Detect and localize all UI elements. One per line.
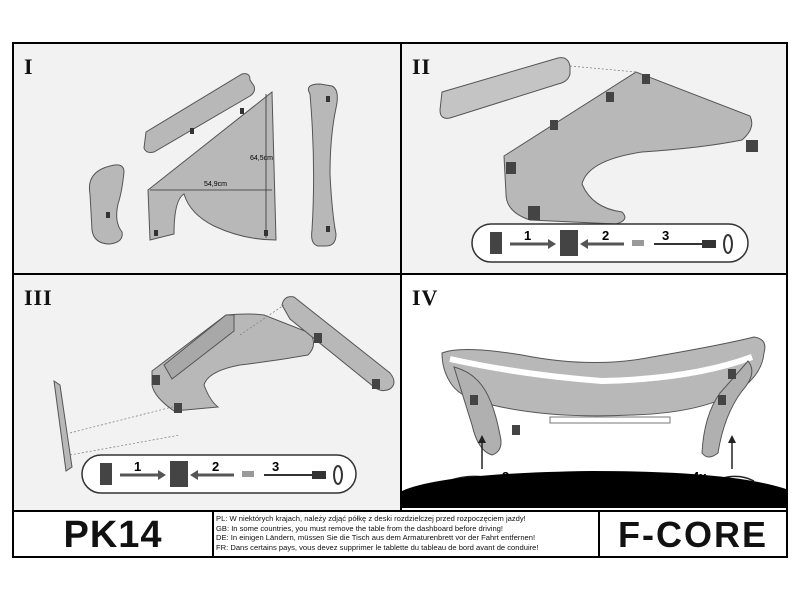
step-bolt-icon	[632, 240, 644, 246]
step-number-2: 2	[212, 459, 219, 474]
height-dimension-label: 64,5cm	[250, 155, 273, 162]
step-connector-icon	[100, 463, 112, 485]
panel-step-3: III 1 2 3	[14, 275, 402, 510]
assembly-illustration: 1 2 3	[439, 57, 758, 263]
step-washer-icon	[333, 465, 343, 485]
step-assembled-icon	[560, 230, 578, 256]
part-table-top	[151, 313, 314, 412]
step-washer-icon	[723, 234, 733, 254]
step-number-3: 3	[662, 228, 669, 243]
panel-step-4: IV 3x 4x	[402, 275, 786, 510]
panel-label: II	[412, 54, 432, 79]
footer: PK14 PL: W niektórych krajach, należy zd…	[14, 510, 786, 558]
step-number-3: 3	[272, 459, 279, 474]
panel-step-2: II 1 2 3	[402, 44, 786, 275]
parts-layout-illustration: 54,9cm 64,5cm	[88, 73, 338, 247]
step-number-2: 2	[602, 228, 609, 243]
warning-fr: FR: Dans certains pays, vous devez suppr…	[216, 542, 539, 552]
part-front-bar	[439, 57, 571, 119]
part-table-top	[147, 90, 277, 241]
panel-step-1: I 54,9cm 64,5cm	[14, 44, 402, 275]
step-assembled-icon	[170, 461, 188, 487]
width-dimension-label: 54,9cm	[204, 181, 227, 188]
panel-label: IV	[412, 285, 439, 310]
part-left-bracket	[53, 379, 73, 472]
step-number-1: 1	[134, 459, 141, 474]
part-left-bracket	[88, 164, 125, 245]
dashboard-silhouette	[402, 471, 786, 508]
part-table-top	[503, 71, 753, 225]
assembly-illustration: 1 2 3	[53, 296, 395, 494]
warning-de: DE: In einigen Ländern, müssen Sie die T…	[216, 533, 536, 543]
step-bolt-icon	[242, 471, 254, 477]
dashboard-mounting-illustration: 3x 4x	[402, 336, 786, 508]
part-right-bracket	[307, 83, 338, 247]
warning-gb: GB: In some countries, you must remove t…	[216, 523, 504, 533]
brand-logo: F-CORE	[598, 512, 786, 558]
part-front-bar-assembled	[163, 314, 235, 380]
model-code: PK14	[14, 512, 214, 558]
step-number-1: 1	[524, 228, 531, 243]
part-right-bracket	[701, 360, 753, 458]
instruction-sheet: I 54,9cm 64,5cm II	[12, 42, 788, 558]
part-front-bar	[143, 73, 255, 153]
panel-label: III	[24, 285, 53, 310]
step-connector-icon	[490, 232, 502, 254]
driving-warning: PL: W niektórych krajach, należy zdjąć p…	[216, 514, 596, 552]
warning-pl: PL: W niektórych krajach, należy zdjąć p…	[216, 514, 526, 523]
part-left-bracket	[453, 366, 502, 456]
part-right-bracket	[281, 296, 395, 392]
panel-label: I	[24, 54, 34, 79]
